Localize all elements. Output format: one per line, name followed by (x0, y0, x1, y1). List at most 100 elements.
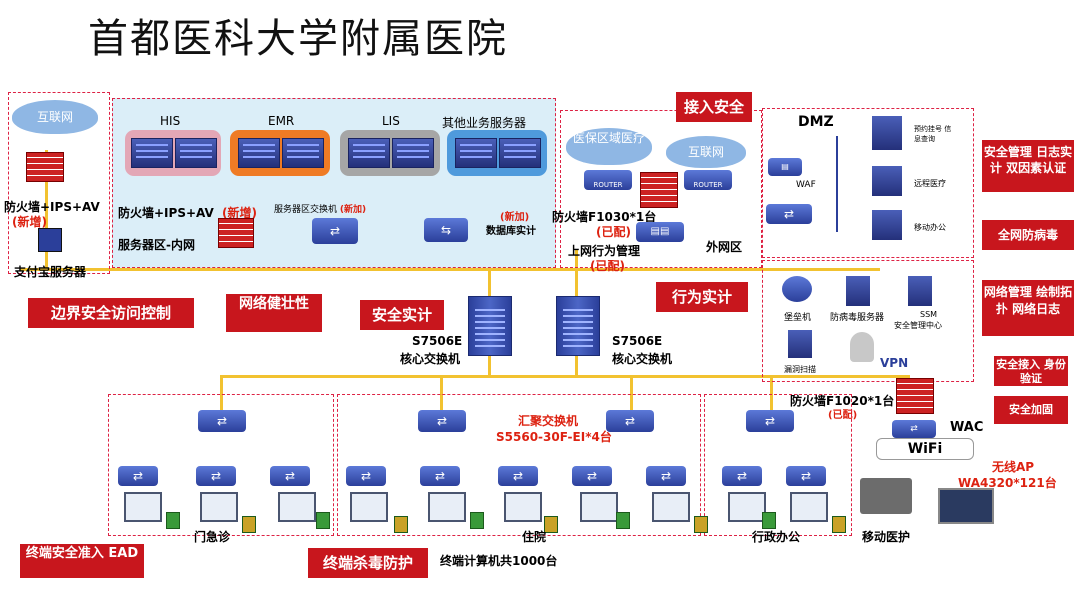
db-audit-label: 数据库实计 (486, 226, 536, 237)
access-switch-icon: ⇄ (270, 466, 310, 486)
wifi-logo: WiFi (876, 438, 974, 460)
dmz-server-2-icon (872, 166, 902, 196)
pc-icon (350, 492, 388, 522)
medical-cloud: 医保区域医疗 (566, 128, 652, 165)
antivirus-server-label: 防病毒服务器 (830, 313, 885, 323)
server-drop-line (630, 375, 633, 410)
server-group-lis (340, 130, 440, 176)
extranet-firewall-label: 防火墙F1030*1台 (552, 210, 657, 224)
inpatient-zone (337, 394, 701, 536)
agg-switch-1-icon: ⇄ (198, 410, 246, 432)
server-icon (392, 138, 434, 168)
core-switch-2-icon (556, 296, 600, 356)
security-shield-icon (166, 512, 180, 529)
vpn-label: VPN (880, 356, 909, 370)
waf-icon: ▤ (768, 158, 802, 176)
extranet-zone (560, 110, 762, 268)
callout-security-mgmt-text: 安全管理 日志实计 双因素认证 (983, 145, 1073, 175)
pc-icon (790, 492, 828, 522)
server-group-emr-label: EMR (268, 114, 295, 128)
ssm-center-label: 安全管理中心 (894, 321, 942, 330)
internet-cloud-right-label: 互联网 (687, 145, 724, 159)
router-right-icon: ROUTER (684, 170, 732, 190)
access-switch-icon: ⇄ (572, 466, 612, 486)
access-switch-icon: ⇄ (196, 466, 236, 486)
server-icon (131, 138, 173, 168)
security-shield-icon (544, 516, 558, 533)
access-switch-icon: ⇄ (722, 466, 762, 486)
wifi-logo-text: WiFi (907, 441, 943, 457)
security-shield-icon (694, 516, 708, 533)
vuln-scan-icon (788, 330, 812, 358)
aggregation-label: 汇聚交换机 (518, 414, 579, 428)
server-firewall-icon (218, 218, 254, 248)
wireless-ap-label: 无线AP (992, 460, 1035, 474)
callout-secure-access: 安全接入 身份验证 (994, 356, 1068, 386)
pc-icon (200, 492, 238, 522)
server-group-his-label: HIS (160, 114, 181, 128)
server-switch-icon: ⇄ (312, 218, 358, 244)
callout-network-robust: 网络健壮性 (226, 294, 322, 332)
access-switch-icon: ⇄ (786, 466, 826, 486)
behavior-mgmt-label: 上网行为管理 (568, 244, 641, 258)
medical-cloud-label: 医保区域医疗 (572, 131, 645, 145)
server-icon (348, 138, 390, 168)
security-shield-icon (616, 512, 630, 529)
security-shield-icon (832, 516, 846, 533)
callout-security-audit: 安全实计 (360, 300, 444, 330)
inpatient-label: 住院 (522, 530, 547, 544)
pc-icon (278, 492, 316, 522)
callout-net-mgmt-text: 网络管理 绘制拓扑 网络日志 (983, 285, 1073, 316)
server-icon (175, 138, 217, 168)
extranet-zone-label: 外网区 (706, 240, 743, 254)
left-firewall-icon (26, 152, 64, 182)
emergency-label: 门急诊 (194, 530, 231, 544)
access-switch-icon: ⇄ (346, 466, 386, 486)
router-left-label: ROUTER (593, 181, 623, 189)
callout-secure-access-text: 安全接入 身份验证 (996, 358, 1066, 385)
security-shield-icon (470, 512, 484, 529)
server-icon (238, 138, 280, 168)
behavior-mgmt-tag: (已配) (590, 259, 625, 273)
mgmt-zone (762, 260, 974, 382)
wireless-firewall-label: 防火墙F1020*1台 (790, 394, 895, 408)
boundary-zone (8, 92, 110, 274)
dmz-server-3-label: 移动办公 (914, 223, 946, 232)
security-shield-icon (242, 516, 256, 533)
server-icon (455, 138, 497, 168)
internet-cloud-right: 互联网 (666, 136, 746, 168)
waf-label: WAF (796, 180, 816, 190)
access-switch-icon: ⇄ (420, 466, 460, 486)
dmz-server-1-icon (872, 116, 902, 150)
pc-icon (652, 492, 690, 522)
dmz-label: DMZ (798, 114, 834, 130)
callout-behavior-audit: 行为实计 (656, 282, 748, 312)
server-firewall-tag: (新增) (222, 206, 257, 220)
antivirus-server-icon (846, 276, 870, 306)
wac-icon: ⇄ (892, 420, 936, 438)
core-switch-1-label: 核心交换机 (400, 352, 461, 366)
page-title: 首都医科大学附属医院 (88, 16, 508, 62)
security-shield-icon (316, 512, 330, 529)
dmz-server-3-icon (872, 210, 902, 240)
callout-terminal-access-text: 终端安全准入 EAD (25, 546, 139, 561)
alipay-server-icon (38, 228, 62, 252)
callout-access-security: 接入安全 (676, 92, 752, 122)
server-zone-label: 服务器区-内网 (118, 238, 195, 252)
vuln-scan-label: 漏洞扫描 (784, 365, 816, 374)
callout-security-mgmt: 安全管理 日志实计 双因素认证 (982, 140, 1074, 192)
server-switch-label-wrap: 服务器区交换机 (新加) (274, 202, 366, 215)
core-switch-1-model: S7506E (412, 334, 463, 348)
server-drop-line (770, 375, 773, 410)
core-switch-2-label: 核心交换机 (612, 352, 673, 366)
callout-terminal-access: 终端安全准入 EAD (20, 544, 144, 578)
dmz-switch-icon: ⇄ (766, 204, 812, 224)
extranet-firewall-tag: (已配) (596, 225, 631, 239)
callout-border-access: 边界安全访问控制 (28, 298, 194, 328)
server-drop-line (220, 375, 223, 410)
dmz-bus-line (836, 136, 838, 232)
server-group-other (447, 130, 547, 176)
agg-switch-4-icon: ⇄ (746, 410, 794, 432)
server-firewall-label: 防火墙+IPS+AV (118, 206, 214, 220)
ssm-label: SSM (920, 310, 938, 319)
